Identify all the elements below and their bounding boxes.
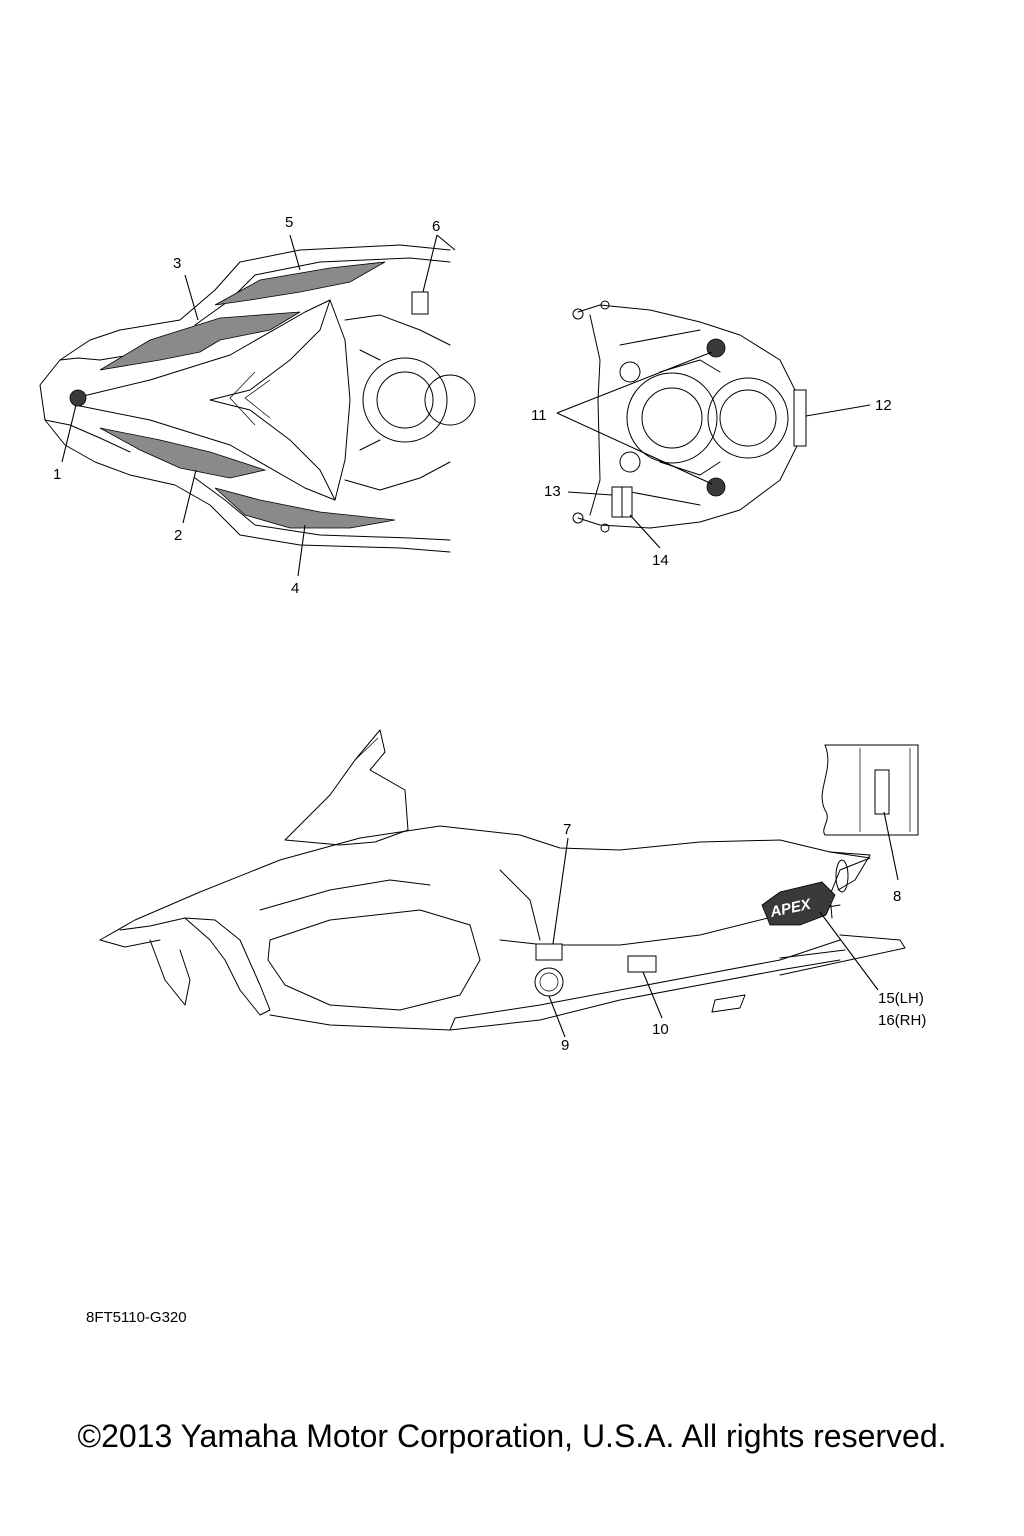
callout-14: 14 [652, 552, 669, 569]
callout-5: 5 [285, 214, 293, 231]
callout-1: 1 [53, 466, 61, 483]
callout-11: 11 [531, 407, 547, 424]
inset-detail-8 [821, 744, 919, 836]
seat-top-view [556, 300, 871, 549]
callout-13: 13 [544, 483, 561, 500]
sticker-9 [534, 967, 564, 997]
apex-decal-15-16: APEX [761, 881, 836, 926]
decal-4 [214, 487, 396, 529]
callout-15: 15(LH) [878, 990, 924, 1007]
sticker-6 [411, 291, 429, 315]
callout-12: 12 [875, 397, 892, 414]
sticker-8 [874, 769, 890, 815]
diagram-code: 8FT5110-G320 [86, 1309, 187, 1326]
callout-9: 9 [561, 1037, 569, 1054]
sticker-10 [627, 955, 657, 973]
callout-4: 4 [291, 580, 299, 597]
callout-16: 16(RH) [878, 1012, 926, 1029]
emblem-11b [706, 477, 726, 497]
emblem-1 [69, 389, 87, 407]
callout-2: 2 [174, 527, 182, 544]
sticker-14 [621, 486, 633, 518]
decal-2 [99, 427, 267, 479]
side-view: APEX [99, 729, 919, 1038]
sticker-7 [535, 943, 563, 961]
copyright-notice: ©2013 Yamaha Motor Corporation, U.S.A. A… [77, 1418, 947, 1454]
callout-8: 8 [893, 888, 901, 905]
callout-10: 10 [652, 1021, 669, 1038]
callout-7: 7 [563, 821, 571, 838]
emblem-11a [706, 338, 726, 358]
sticker-12 [793, 389, 807, 447]
callout-6: 6 [432, 218, 440, 235]
decal-3 [99, 311, 301, 371]
hood-top-view [39, 234, 476, 577]
sticker-13 [611, 486, 623, 518]
decal-5 [214, 261, 386, 306]
callout-3: 3 [173, 255, 181, 272]
